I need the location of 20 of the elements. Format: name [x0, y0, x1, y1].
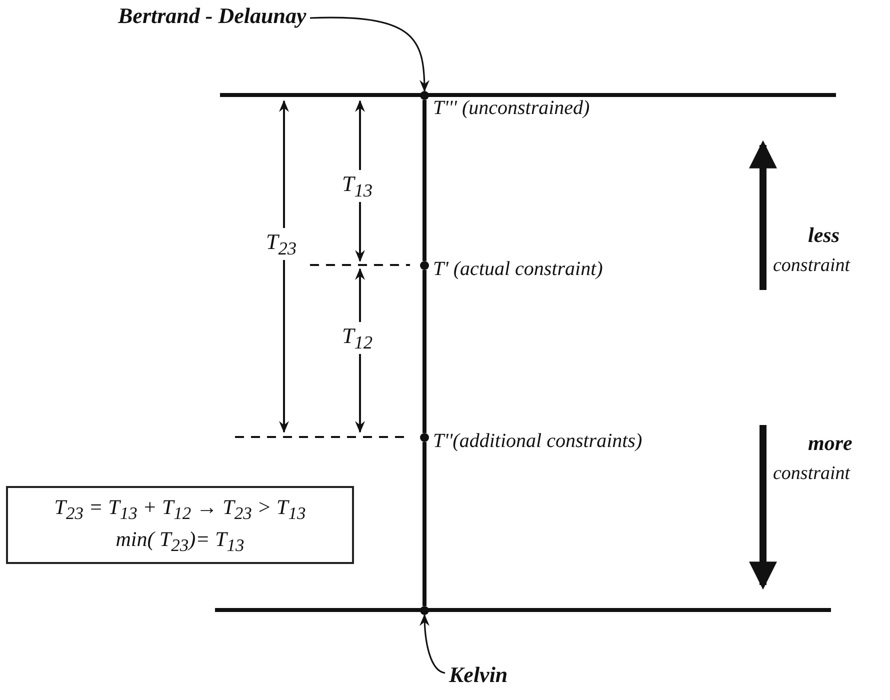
formula-text: T$_{23}$ = T$_{13}$ + T$_{12}$ → T$_{23}$ > T$_{13}$	[53, 494, 307, 526]
vertical-scale-line	[422, 270, 426, 433]
vertical-scale-line	[422, 442, 426, 606]
leader-arrow	[420, 614, 446, 674]
annotation-label: Bertrand - Delaunay	[118, 3, 306, 29]
point-label: T' (actual constraint)	[433, 258, 603, 281]
dimension-label: T$_{13}$	[342, 170, 373, 202]
formula-box	[6, 486, 354, 564]
point-label: T''' (unconstrained)	[433, 97, 590, 120]
point-marker	[420, 91, 429, 100]
formula-text: min( T$_{23}$)= T$_{13}$	[114, 526, 246, 558]
vertical-scale-line	[422, 100, 426, 261]
point-marker	[420, 606, 429, 615]
point-label: T''(additional constraints)	[433, 430, 642, 453]
annotation-label: Kelvin	[449, 662, 508, 688]
dimension-label: T$_{12}$	[342, 322, 373, 354]
point-marker	[420, 433, 429, 442]
dimension-label: T$_{23}$	[266, 228, 297, 260]
leader-arrow	[310, 16, 430, 92]
point-marker	[420, 261, 429, 270]
